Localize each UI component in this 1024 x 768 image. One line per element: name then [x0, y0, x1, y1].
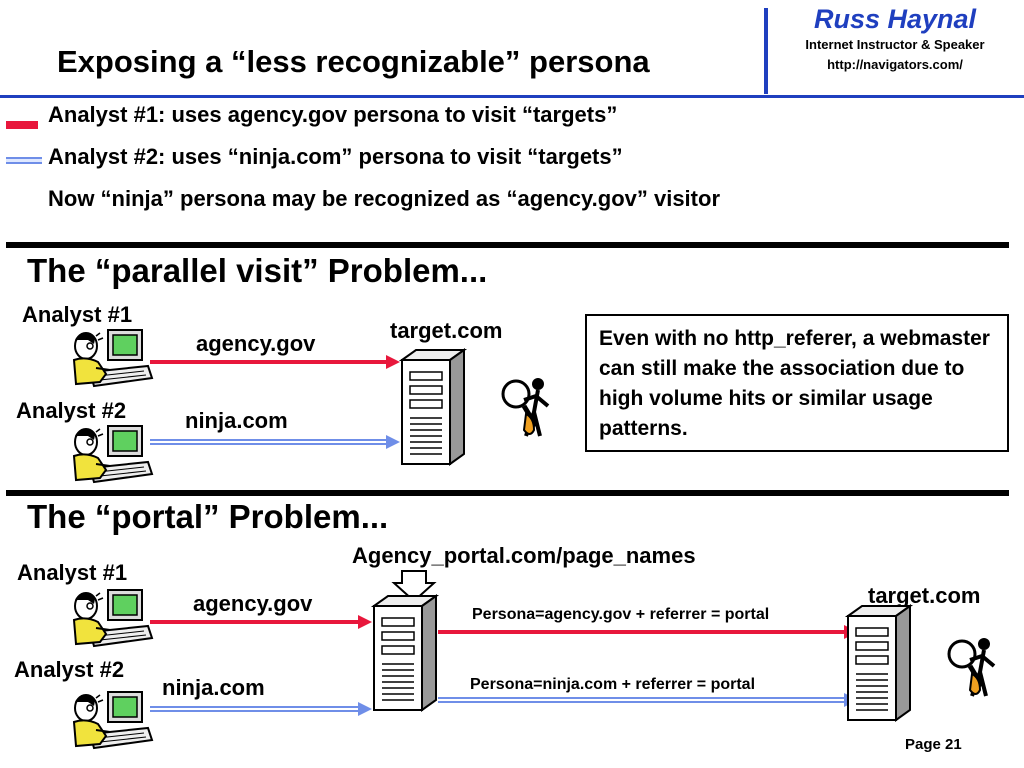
- red-bullet-marker: [6, 121, 38, 129]
- persona-ninja-label: ninja.com: [162, 675, 265, 700]
- referrer-ninja-label: Persona=ninja.com + referrer = portal: [470, 676, 756, 693]
- parallel-visit-title: The “parallel visit” Problem...: [27, 252, 488, 289]
- magnifier-detective-icon: [944, 638, 1000, 702]
- referrer-agency-label: Persona=agency.gov + referrer = portal: [472, 606, 770, 623]
- server-tower-icon: [847, 605, 911, 721]
- bullet-analyst-1: Analyst #1: uses agency.gov persona to v…: [48, 102, 618, 127]
- server-tower-icon: [373, 595, 437, 711]
- analyst-1-label: Analyst #1: [22, 302, 133, 327]
- red-arrow: [150, 615, 372, 629]
- persona-agency-label: agency.gov: [193, 591, 313, 616]
- analyst-2-label: Analyst #2: [16, 398, 127, 423]
- bullet-conclusion: Now “ninja” persona may be recognized as…: [48, 186, 720, 211]
- analyst-computer-icon: [73, 329, 153, 387]
- red-arrow: [150, 355, 400, 369]
- blue-arrow: [150, 702, 372, 716]
- persona-ninja-label: ninja.com: [185, 408, 288, 433]
- target-label: target.com: [390, 318, 503, 343]
- brand-name: Russ Haynal: [813, 4, 977, 34]
- brand-role: Internet Instructor & Speaker: [805, 37, 985, 52]
- down-arrow-icon: [391, 570, 437, 603]
- slide-title: Exposing a “less recognizable” persona: [57, 44, 650, 79]
- section-divider: [6, 490, 1009, 496]
- page-number: Page 21: [905, 736, 962, 753]
- red-arrow: [438, 625, 858, 639]
- persona-agency-label: agency.gov: [196, 331, 316, 356]
- server-tower-icon: [401, 349, 465, 465]
- brand-divider: [764, 8, 768, 94]
- portal-url-label: Agency_portal.com/page_names: [352, 543, 696, 568]
- bullet-analyst-2: Analyst #2: uses “ninja.com” persona to …: [48, 144, 623, 169]
- portal-problem-title: The “portal” Problem...: [27, 498, 389, 535]
- header-rule: [0, 95, 1024, 98]
- brand-url[interactable]: http://navigators.com/: [827, 57, 963, 72]
- target-label: target.com: [868, 583, 981, 608]
- blue-arrow: [150, 435, 400, 449]
- section-divider: [6, 242, 1009, 248]
- analyst-2-label: Analyst #2: [14, 657, 125, 682]
- analyst-1-label: Analyst #1: [17, 560, 128, 585]
- referer-note-box: Even with no http_referer, a webmaster c…: [585, 314, 1009, 452]
- analyst-computer-icon: [73, 589, 153, 647]
- blue-arrow: [438, 693, 858, 707]
- analyst-computer-icon: [73, 691, 153, 749]
- blue-bullet-marker: [6, 157, 42, 164]
- analyst-computer-icon: [73, 425, 153, 483]
- magnifier-detective-icon: [498, 378, 554, 442]
